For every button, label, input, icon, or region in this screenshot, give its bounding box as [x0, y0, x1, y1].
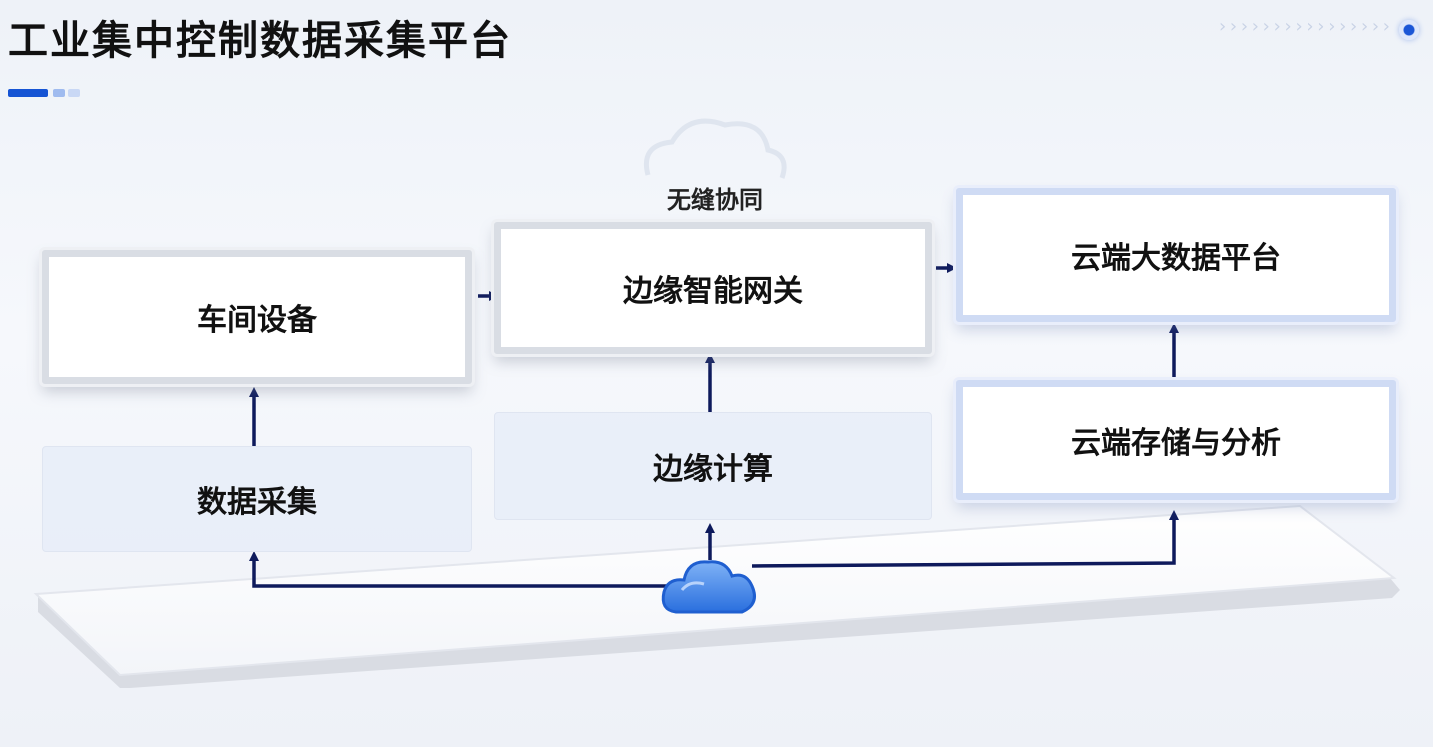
node-cloud-storage-label: 云端存储与分析	[1071, 426, 1281, 461]
node-gateway-label: 边缘智能网关	[623, 274, 803, 309]
node-workshop-label: 车间设备	[197, 303, 317, 338]
connector-cloud-to-storage	[751, 510, 1179, 568]
node-edge-gateway: 边缘智能网关	[494, 222, 932, 354]
background-cloud-icon	[644, 118, 787, 179]
title-accent-bar	[8, 89, 48, 97]
cloud-icon	[661, 560, 756, 614]
node-data-collection-label: 数据采集	[197, 485, 317, 520]
chevron-decoration: › › › › › › › › › › › › › › › ›	[1219, 16, 1390, 37]
node-edge-computing-label: 边缘计算	[653, 452, 773, 487]
progress-dot-icon	[1399, 20, 1419, 40]
node-edge-computing: 边缘计算	[494, 412, 932, 520]
sync-label: 无缝协同	[667, 186, 763, 214]
node-data-collection: 数据采集	[42, 446, 472, 552]
node-cloud-platform-label: 云端大数据平台	[1071, 241, 1281, 276]
node-cloud-storage-analysis: 云端存储与分析	[956, 380, 1396, 500]
node-cloud-bigdata-platform: 云端大数据平台	[956, 188, 1396, 322]
title-accent-bar-light-2	[68, 89, 80, 97]
node-workshop-equipment: 车间设备	[42, 250, 472, 384]
connector-cloud-to-collection	[249, 551, 668, 588]
title-accent-bar-light-1	[53, 89, 65, 97]
page-title: 工业集中控制数据采集平台	[8, 18, 512, 64]
